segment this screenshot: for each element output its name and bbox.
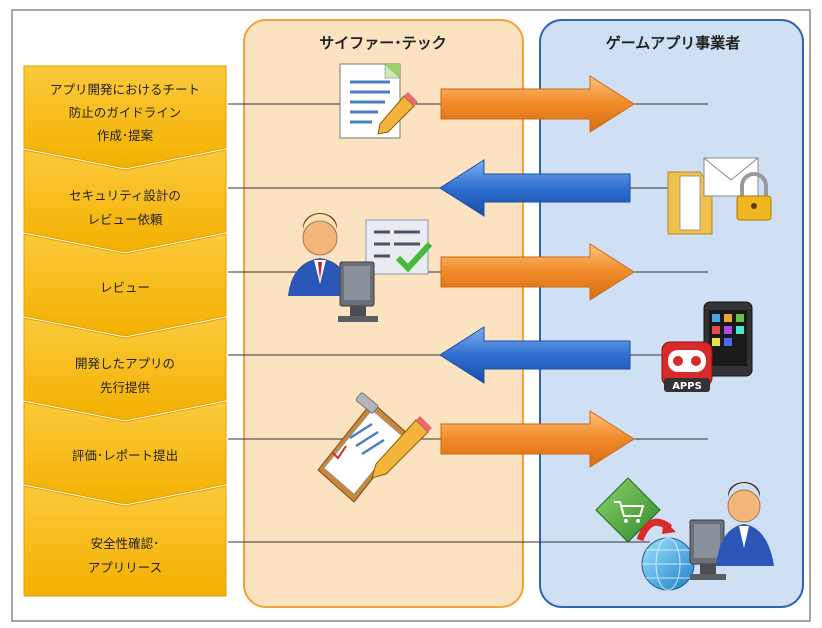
step-chevron-4 [23,317,227,421]
flow-arrows [439,75,635,468]
step-5-line-1: 評価･レポート提出 [72,448,178,463]
encrypted-mail-icon [667,157,772,235]
step-4-line-1: 開発したアプリの [75,356,175,371]
app-release-icon [595,477,774,591]
step-6-line-2: アプリリース [88,560,162,575]
orange-arrow-right-1 [440,75,635,133]
orange-arrow-right-3 [440,243,635,301]
lane-cyphertec [243,19,524,608]
step-chevron-3 [23,233,227,337]
step-chevron-1 [23,65,227,169]
lane-title-game-developer: ゲームアプリ事業者 [606,34,741,52]
lane-title-cyphertec: サイファー･テック [319,34,447,52]
step-1-line-3: 作成･提案 [97,128,154,143]
step-chevron-2 [23,149,227,253]
blue-arrow-left-4 [439,326,631,384]
step-labels: アプリ開発におけるチート 防止のガイドライン 作成･提案 セキュリティ設計の レ… [50,82,200,575]
step-chevron-6 [23,485,227,597]
step-chevrons [23,65,227,597]
game-app-device-icon: APPS [661,301,753,392]
step-6-line-1: 安全性確認･ [91,536,160,551]
reviewer-person-icon [288,212,433,322]
apps-badge-text: APPS [672,381,702,392]
step-1-line-1: アプリ開発におけるチート [50,82,200,97]
blue-arrow-left-2 [439,159,631,217]
step-4-line-2: 先行提供 [100,380,150,395]
step-2-line-1: セキュリティ設計の [69,188,181,203]
step-1-line-2: 防止のガイドライン [69,105,182,120]
step-2-line-2: レビュー依頼 [87,212,163,227]
clipboard-report-icon [317,392,432,503]
step-3-line-1: レビュー [100,280,150,295]
document-pencil-icon [339,63,418,139]
orange-arrow-right-5 [440,410,635,468]
step-chevron-5 [23,401,227,505]
